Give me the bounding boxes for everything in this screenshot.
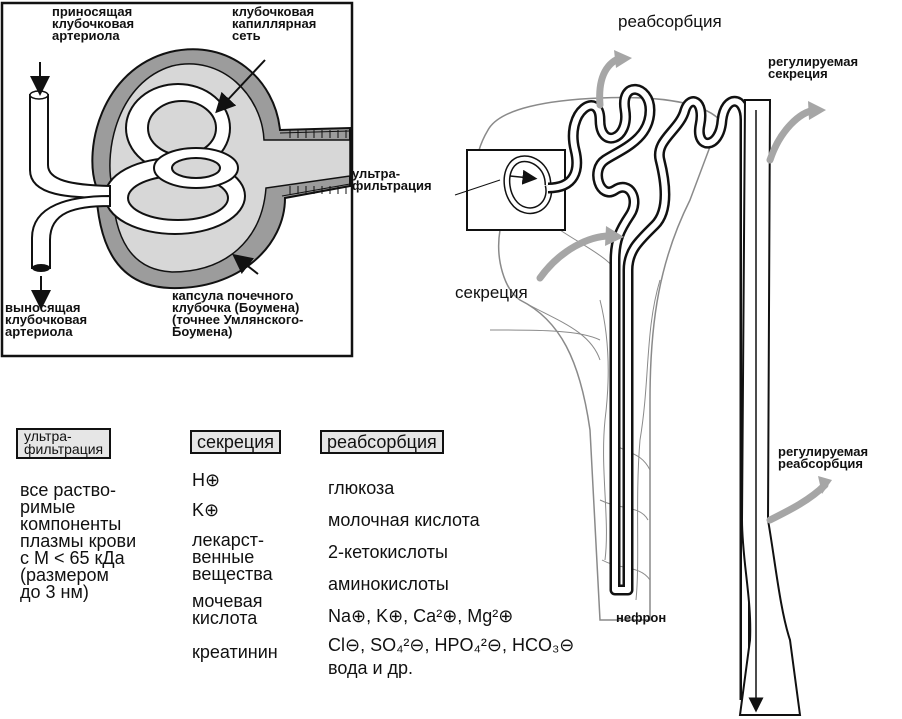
list-item: H⊕ — [192, 472, 278, 489]
list-item: все раство- римые компоненты плазмы кров… — [20, 482, 136, 601]
regulated-reabsorption-label: регулируемая реабсорбция — [778, 446, 868, 470]
efferent-arteriole-label: выносящая клубочковая артериола — [5, 302, 87, 338]
nephron-label: нефрон — [616, 612, 666, 624]
header-reabsorption-text: реабсорбция — [327, 432, 437, 452]
header-reabsorption: реабсорбция — [320, 430, 444, 454]
header-ultrafiltration: ультра- фильтрация — [16, 428, 111, 459]
list-item: креатинин — [192, 644, 278, 661]
ultrafiltration-label: ультра- фильтрация — [352, 168, 432, 192]
column-ultrafiltration: все раство- римые компоненты плазмы кров… — [20, 482, 136, 612]
afferent-arteriole-label: приносящая клубочковая артериола — [52, 6, 134, 42]
column-reabsorption: глюкоза молочная кислота 2-кетокислоты а… — [328, 480, 574, 688]
glomerular-capillaries-label: клубочковая капиллярная сеть — [232, 6, 316, 42]
list-item: молочная кислота — [328, 512, 574, 529]
list-item: мочевая кислота — [192, 593, 278, 627]
secretion-label: секреция — [455, 285, 528, 301]
list-item: глюкоза — [328, 480, 574, 497]
list-item: лекарст- венные вещества — [192, 532, 278, 583]
list-item: 2-кетокислоты — [328, 544, 574, 561]
list-item: Na⊕, K⊕, Ca²⊕, Mg²⊕ — [328, 608, 574, 625]
header-secretion: секреция — [190, 430, 281, 454]
column-secretion: H⊕ K⊕ лекарст- венные вещества мочевая к… — [192, 472, 278, 672]
bowman-capsule-label: капсула почечного клубочка (Боумена) (то… — [172, 290, 303, 338]
list-item: K⊕ — [192, 502, 278, 519]
list-item: Cl⊖, SO₄²⊖, HPO₄²⊖, HCO₃⊖ — [328, 637, 574, 654]
list-item: вода и др. — [328, 660, 574, 677]
header-secretion-text: секреция — [197, 432, 274, 452]
reabsorption-label: реабсорбция — [618, 14, 722, 30]
header-ultrafiltration-text: ультра- фильтрация — [24, 428, 103, 457]
list-item: аминокислоты — [328, 576, 574, 593]
regulated-secretion-label: регулируемая секреция — [768, 56, 858, 80]
